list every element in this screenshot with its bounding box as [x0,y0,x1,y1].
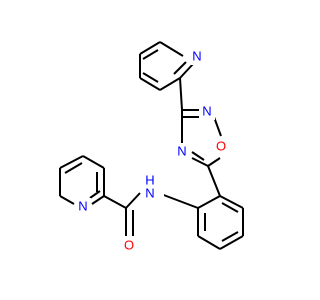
oxadiazole-nitrogen-2-label: N [177,144,186,159]
pyridine-nitrogen-label: N [192,49,201,64]
left-pyridine-ring [59,155,105,205]
bond [142,72,159,83]
bond [103,195,127,209]
bond [213,116,222,137]
bond [89,190,101,199]
bond [179,63,194,79]
bond [191,157,209,167]
carbonyl-oxygen-label: O [124,238,134,253]
atom-labels: N N O N N H N O [75,48,229,254]
amide-nitrogen-label: N [145,186,154,201]
bond [139,77,161,91]
bond [91,195,105,205]
bond [142,49,159,60]
bond [219,235,244,250]
bond [64,162,83,174]
bond [191,151,205,161]
bond [160,193,199,209]
bond [159,41,184,57]
oxadiazole-oxygen-label: O [216,139,226,154]
oxadiazole-nitrogen-label: N [202,104,211,119]
bond [82,155,105,169]
bond [207,157,221,167]
bond [139,41,161,55]
bond [179,77,183,111]
bond [219,195,244,209]
bond [125,192,141,209]
bond [221,231,239,242]
bond [197,195,221,209]
bond [207,165,221,197]
molecule-structure: N N O N N H N O [59,41,244,254]
bond [159,77,181,91]
bond [221,202,239,213]
bond [59,195,75,205]
benzene-ring [197,195,244,250]
amide-hydrogen-label: H [145,173,154,188]
bond [197,235,221,250]
top-pyridine-ring [139,41,194,91]
oxadiazole-ring [181,109,222,167]
bond [173,61,187,75]
pyridine-left-nitrogen-label: N [78,199,87,214]
bond [59,155,84,169]
